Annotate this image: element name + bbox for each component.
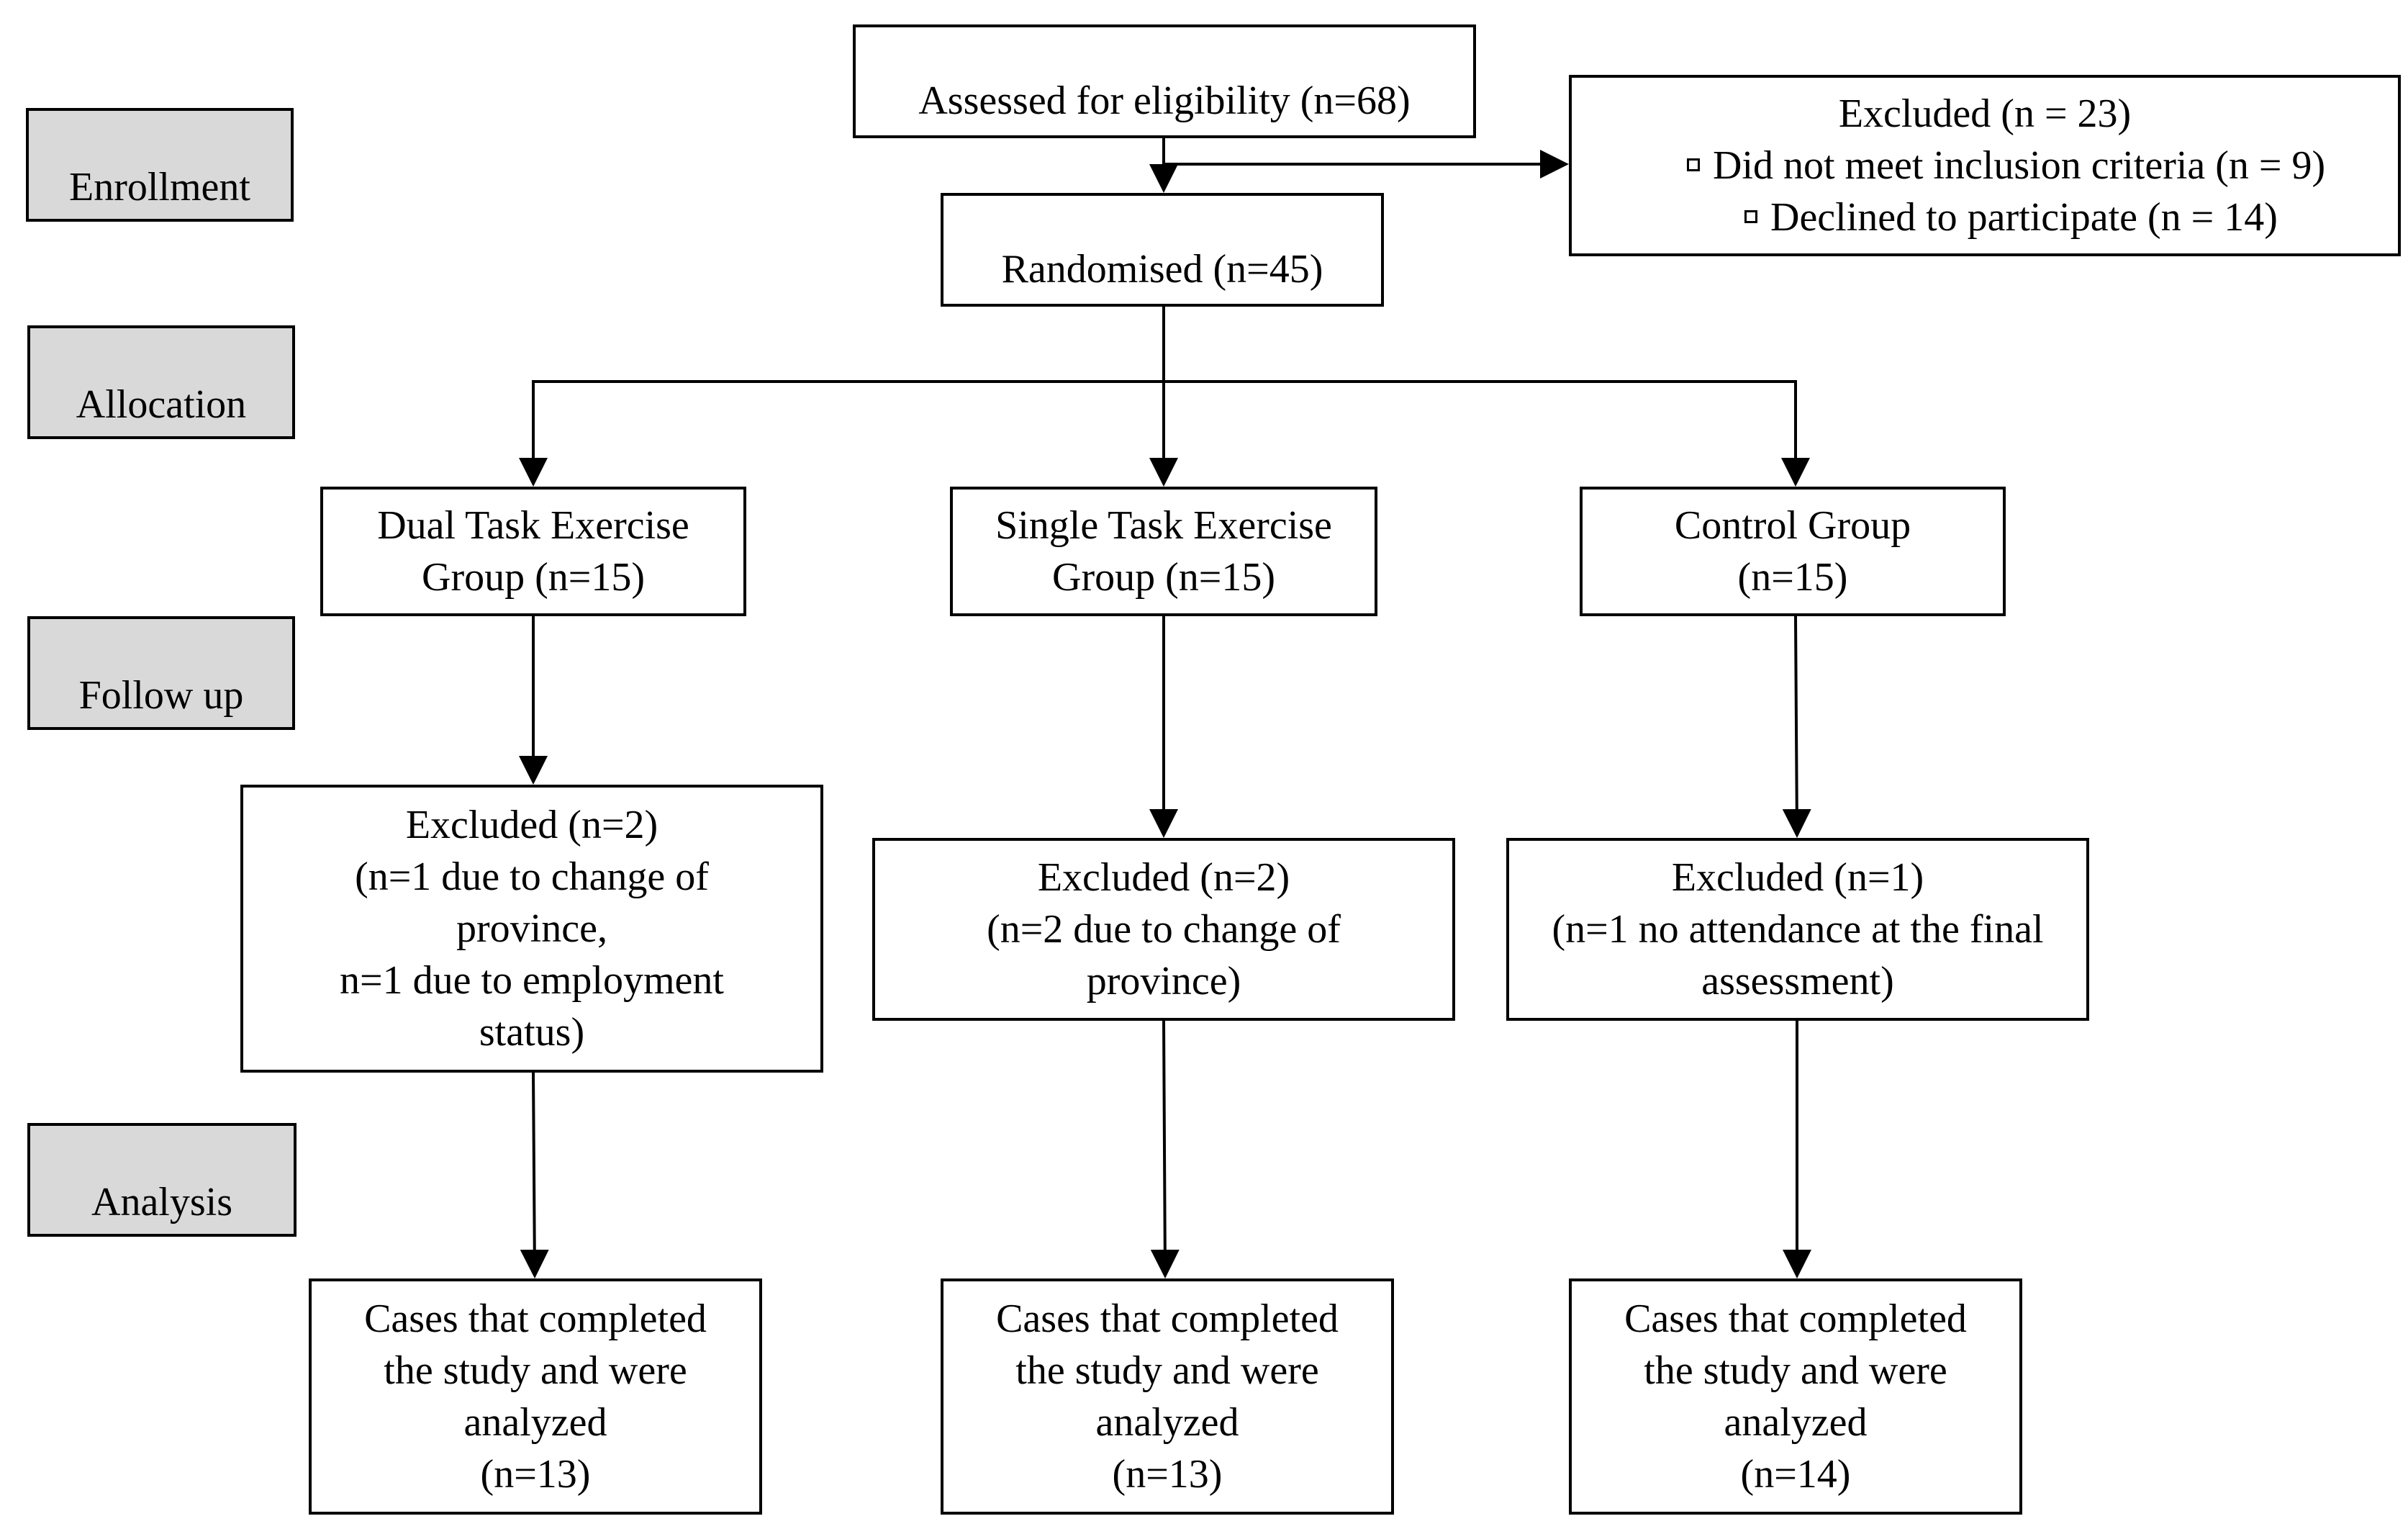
analysis-line: the study and were xyxy=(384,1348,687,1393)
stage-label-text: Enrollment xyxy=(69,165,250,209)
stage-label-text: Analysis xyxy=(91,1180,232,1224)
arrow-dual-to-analysed xyxy=(520,1072,549,1278)
excluded-line: (n=1 no attendance at the final xyxy=(1552,907,2044,952)
excluded-line: (n=1 due to change of xyxy=(355,854,709,899)
analysis-line: Cases that completed xyxy=(1624,1296,1967,1341)
excluded-line: province) xyxy=(1086,959,1241,1003)
followup-excluded-box-control: Excluded (n=1) (n=1 no attendance at the… xyxy=(1506,838,2089,1021)
excluded-reason-item: Declined to participate (n = 14) xyxy=(1572,191,2398,243)
excluded-line: (n=2 due to change of xyxy=(987,907,1341,952)
analysis-line: analyzed xyxy=(463,1400,607,1445)
stage-label-text: Allocation xyxy=(76,382,247,427)
bullet-icon xyxy=(1687,158,1700,172)
excluded-line: Excluded (n=2) xyxy=(1037,855,1290,900)
allocation-line: Control Group xyxy=(1674,503,1911,548)
analysis-line: the study and were xyxy=(1015,1348,1319,1393)
allocation-line: Group (n=15) xyxy=(1052,555,1275,600)
stage-label-text: Follow up xyxy=(78,673,244,718)
excluded-line: n=1 due to employment xyxy=(340,958,724,1003)
analysis-line: the study and were xyxy=(1644,1348,1947,1393)
allocation-line: Single Task Exercise xyxy=(995,503,1332,548)
randomised-box: Randomised (n=45) xyxy=(941,193,1384,307)
allocation-box-dual-task: Dual Task Exercise Group (n=15) xyxy=(320,487,746,616)
excluded-reason-text: Did not meet inclusion criteria (n = 9) xyxy=(1713,143,2326,188)
excluded-reason-item: Did not meet inclusion criteria (n = 9) xyxy=(1572,140,2398,191)
excluded-line: status) xyxy=(479,1010,585,1055)
analysis-line: analyzed xyxy=(1724,1400,1868,1445)
arrow-single-to-analysed xyxy=(1150,1019,1180,1278)
stage-label-analysis: Analysis xyxy=(27,1123,297,1237)
analysis-line: (n=13) xyxy=(480,1452,591,1497)
excluded-line: province, xyxy=(456,906,607,951)
analysis-line: Cases that completed xyxy=(996,1296,1339,1341)
excluded-enrollment-box: Excluded (n = 23) Did not meet inclusion… xyxy=(1569,75,2401,256)
analysis-line: (n=14) xyxy=(1740,1452,1851,1497)
arrow-control-to-excluded xyxy=(1782,615,1811,838)
followup-excluded-box-dual-task: Excluded (n=2) (n=1 due to change of pro… xyxy=(240,785,823,1073)
followup-excluded-box-single-task: Excluded (n=2) (n=2 due to change of pro… xyxy=(872,838,1455,1021)
bullet-icon xyxy=(1744,210,1757,224)
allocation-line: (n=15) xyxy=(1737,555,1848,600)
stage-label-follow-up: Follow up xyxy=(27,616,295,730)
excluded-line: assessment) xyxy=(1701,959,1894,1003)
allocation-box-single-task: Single Task Exercise Group (n=15) xyxy=(950,487,1377,616)
stage-label-enrollment: Enrollment xyxy=(26,108,294,222)
analysis-box-control: Cases that completed the study and were … xyxy=(1569,1278,2022,1515)
randomised-text: Randomised (n=45) xyxy=(1001,247,1323,292)
analysis-box-single-task: Cases that completed the study and were … xyxy=(941,1278,1394,1515)
allocation-line: Group (n=15) xyxy=(422,555,645,600)
analysis-line: analyzed xyxy=(1095,1400,1239,1445)
assessed-text: Assessed for eligibility (n=68) xyxy=(918,78,1411,123)
excluded-line: Excluded (n=2) xyxy=(405,803,658,847)
analysis-line: Cases that completed xyxy=(364,1296,707,1341)
assessed-box: Assessed for eligibility (n=68) xyxy=(853,24,1476,138)
analysis-line: (n=13) xyxy=(1112,1452,1223,1497)
allocation-line: Dual Task Exercise xyxy=(377,503,689,548)
excluded-line: Excluded (n=1) xyxy=(1671,855,1924,900)
excluded-reason-text: Declined to participate (n = 14) xyxy=(1770,195,2278,240)
analysis-box-dual-task: Cases that completed the study and were … xyxy=(309,1278,762,1515)
allocation-box-control: Control Group (n=15) xyxy=(1580,487,2006,616)
stage-label-allocation: Allocation xyxy=(27,325,295,439)
excluded-title: Excluded (n = 23) xyxy=(1838,91,2132,136)
